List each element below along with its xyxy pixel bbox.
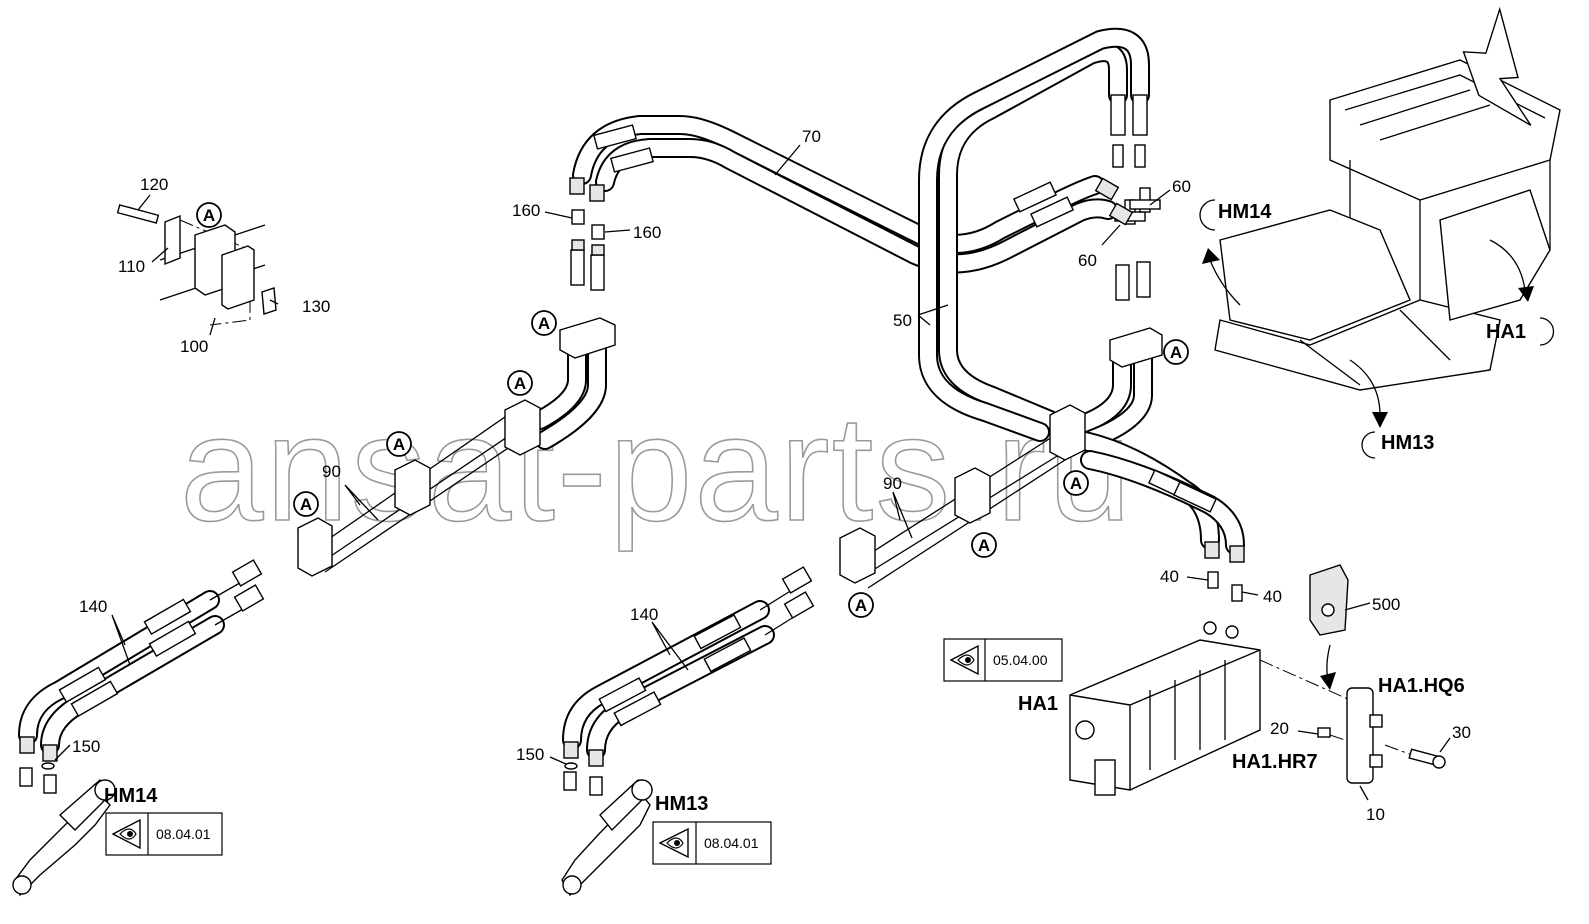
callout-140-left: 140 <box>79 597 107 616</box>
label-ha1: HA1 <box>1018 693 1058 715</box>
callout-160-left: 160 <box>512 201 540 220</box>
callout-150-right: 150 <box>516 745 544 764</box>
marker-a-3: A <box>514 374 526 393</box>
callout-60-upper: 60 <box>1172 177 1191 196</box>
label-hm14: HM14 <box>104 785 158 807</box>
callout-140-right: 140 <box>630 605 658 624</box>
marker-a-1: A <box>538 314 550 333</box>
label-ha1-hr7: HA1.HR7 <box>1232 751 1318 773</box>
marker-a-8: A <box>855 596 867 615</box>
callout-100: 100 <box>180 337 208 356</box>
callout-90-left: 90 <box>322 462 341 481</box>
marker-a-4: A <box>393 435 405 454</box>
hose-fittings <box>58 94 1218 727</box>
ref-box-hm13[interactable]: 08.04.01 <box>652 821 772 865</box>
callout-130: 130 <box>302 297 330 316</box>
callout-10: 10 <box>1366 805 1385 824</box>
ref-box-hm14[interactable]: 08.04.01 <box>105 812 223 856</box>
leader-lines <box>54 144 1451 801</box>
callout-110: 110 <box>118 257 145 276</box>
tag-500 <box>1309 564 1349 690</box>
hose-140-right[interactable] <box>562 584 806 760</box>
callout-70: 70 <box>802 127 821 146</box>
marker-a-6: A <box>1070 474 1082 493</box>
callout-120: 120 <box>140 175 168 194</box>
callout-20: 20 <box>1270 719 1289 738</box>
cylinder-hm14 <box>12 779 117 897</box>
callout-500: 500 <box>1372 595 1400 614</box>
ref-ha1-code: 05.04.00 <box>993 652 1048 668</box>
paver-machine-view <box>1214 6 1561 391</box>
callout-30: 30 <box>1452 723 1471 742</box>
view-eye-icon <box>949 644 979 676</box>
marker-a-5: A <box>300 495 312 514</box>
label-hm13-machine: HM13 <box>1381 432 1434 454</box>
callout-40-right: 40 <box>1263 587 1282 606</box>
view-eye-icon <box>658 827 689 859</box>
adapters <box>19 177 1245 796</box>
callout-60-lower: 60 <box>1078 251 1097 270</box>
clamp-detail-assembly[interactable] <box>116 204 277 326</box>
callout-40-left: 40 <box>1160 567 1179 586</box>
callout-numbers: 120 110 130 100 160 160 70 60 60 50 90 9… <box>72 127 1471 824</box>
label-ha1-machine: HA1 <box>1486 321 1526 343</box>
hose-50[interactable] <box>918 27 1150 442</box>
detail-markers: A A A A A A A A A <box>196 202 1189 618</box>
ref-hm13-code: 08.04.01 <box>704 835 759 851</box>
marker-a-7: A <box>978 536 990 555</box>
callout-50: 50 <box>893 311 912 330</box>
view-eye-icon <box>111 818 141 850</box>
label-ha1-hq6: HA1.HQ6 <box>1378 675 1465 697</box>
valve-block-ha1[interactable] <box>1069 621 1351 796</box>
ref-box-ha1[interactable]: 05.04.00 <box>943 638 1063 682</box>
marker-a-2: A <box>1170 343 1182 362</box>
hose-140-left[interactable] <box>18 579 251 755</box>
hose-left-vertical[interactable] <box>530 340 607 450</box>
marker-a-detail: A <box>203 206 215 225</box>
callout-150-left: 150 <box>72 737 100 756</box>
machine-arrows <box>1199 199 1555 459</box>
cylinder-hm13 <box>561 779 654 897</box>
callout-160-right: 160 <box>633 223 661 242</box>
clamp-blocks <box>297 317 1163 584</box>
ref-hm14-code: 08.04.01 <box>156 826 211 842</box>
label-hm13: HM13 <box>655 793 708 815</box>
label-hm14-machine: HM14 <box>1218 201 1272 223</box>
component-labels: HM14 HA1 HM13 HM14 HM13 HA1 HA1.HQ6 HA1.… <box>104 201 1526 815</box>
callout-90-right: 90 <box>883 474 902 493</box>
solenoid-valve-hq6[interactable] <box>1317 687 1446 784</box>
